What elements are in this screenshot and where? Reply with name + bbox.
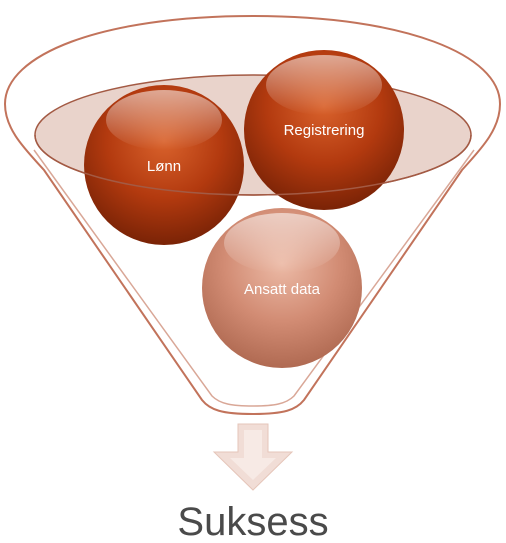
funnel-inner-line <box>33 149 475 407</box>
down-arrow-icon <box>212 423 294 491</box>
input-circle-registrering: Registrering <box>244 50 404 210</box>
funnel-rim-front <box>34 134 472 196</box>
input-circle-lonn: Lønn <box>84 85 244 245</box>
circle-label-ansatt-data: Ansatt data <box>244 281 321 298</box>
circle-label-registrering: Registrering <box>284 122 365 139</box>
circle-label-lonn: Lønn <box>147 158 181 175</box>
output-label: Suksess <box>177 500 328 543</box>
input-circle-ansatt-data: Ansatt data <box>202 208 362 368</box>
